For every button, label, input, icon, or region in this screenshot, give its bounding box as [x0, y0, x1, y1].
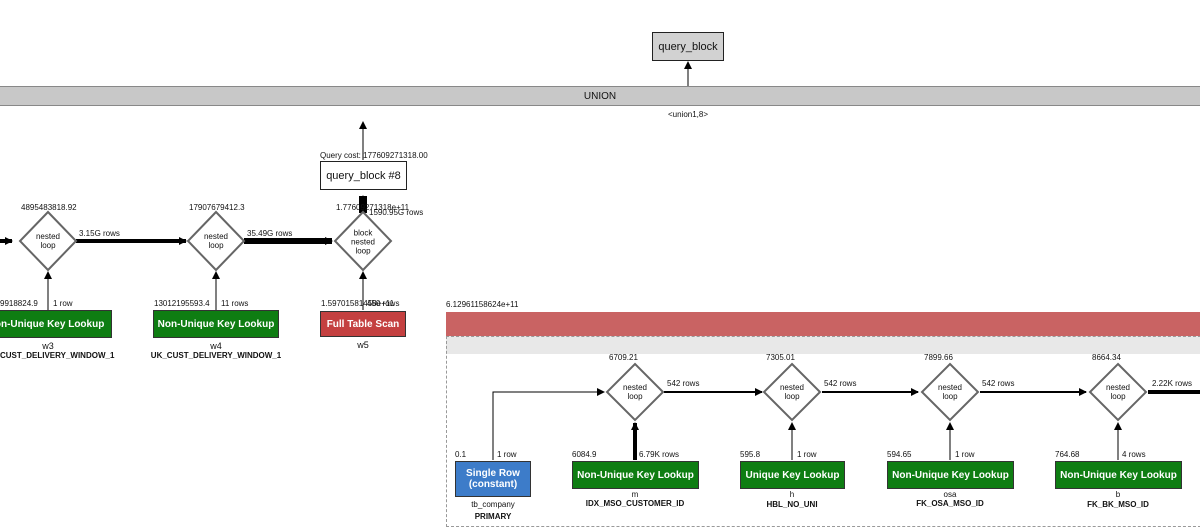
n1-text: nested loop	[35, 232, 61, 250]
nested-loop-diamond	[18, 210, 78, 272]
n1-rows-out: 3.15G rows	[79, 229, 120, 238]
osa-rows: 1 row	[955, 450, 975, 459]
h-key: HBL_NO_UNI	[766, 500, 818, 509]
w5-rows: 450 rows	[367, 299, 400, 308]
m-table: m	[631, 490, 639, 499]
w3-lookup-node[interactable]: Non-Unique Key Lookup	[0, 310, 112, 338]
w3-key: CUST_DELIVERY_WINDOW_1	[0, 351, 115, 360]
h-rows: 1 row	[797, 450, 817, 459]
query-block-8-node[interactable]: query_block #8	[320, 161, 407, 190]
rn3-text: nested loop	[937, 383, 963, 401]
right-block-region	[446, 336, 1200, 527]
osa-cost: 594.65	[887, 450, 912, 459]
rn1-cost: 6709.21	[609, 353, 638, 362]
m-cost: 6084.9	[572, 450, 597, 459]
w3-cost: 9918824.9	[0, 299, 38, 308]
w3-rows: 1 row	[53, 299, 73, 308]
n2-cost: 17907679412.3	[189, 203, 245, 212]
w5-cost: 1.59701581458e+11	[321, 299, 395, 308]
union-subtitle: <union1,8>	[667, 110, 709, 119]
b-rows: 4 rows	[1122, 450, 1146, 459]
right-block-cost: 6.12961158624e+11	[446, 300, 519, 309]
qb8-cost: Query cost: 177609271318.00	[320, 151, 428, 160]
rn3-rows-out: 542 rows	[982, 379, 1015, 388]
w4-table: w4	[210, 341, 222, 351]
osa-table: osa	[943, 490, 957, 499]
w5-full-scan-node[interactable]: Full Table Scan	[320, 311, 406, 337]
nested-loop-diamond	[605, 362, 665, 422]
right-block-subheader	[446, 336, 1200, 354]
query-block-node[interactable]: query_block	[652, 32, 724, 61]
osa-key: FK_OSA_MSO_ID	[916, 499, 984, 508]
n2-text: nested loop	[203, 232, 229, 250]
edge-tb-n1	[492, 388, 605, 460]
n1-cost: 4895483818.92	[21, 203, 77, 212]
tb-key: PRIMARY	[474, 512, 512, 521]
w4-lookup-node[interactable]: Non-Unique Key Lookup	[153, 310, 279, 338]
h-unique-lookup-node[interactable]: Unique Key Lookup	[740, 461, 845, 489]
w3-table: w3	[42, 341, 54, 351]
rn2-rows-out: 542 rows	[824, 379, 857, 388]
union-node[interactable]: UNION	[0, 86, 1200, 106]
m-key: IDX_MSO_CUSTOMER_ID	[585, 499, 685, 508]
rn2-cost: 7305.01	[766, 353, 795, 362]
h-cost: 595.8	[740, 450, 761, 459]
rn3-cost: 7899.66	[924, 353, 953, 362]
tb-constant-node[interactable]: Single Row (constant)	[455, 461, 531, 497]
b-table: b	[1115, 490, 1121, 499]
nested-loop-diamond	[186, 210, 246, 272]
m-rows: 6.79K rows	[639, 450, 680, 459]
nested-loop-diamond	[920, 362, 980, 422]
n3-cost: 1.77609271318e+11	[336, 203, 410, 212]
rn1-rows-out: 542 rows	[667, 379, 700, 388]
b-cost: 764.68	[1055, 450, 1080, 459]
union-label: UNION	[583, 90, 617, 102]
rn4-rows-out: 2.22K rows	[1152, 379, 1193, 388]
rn4-cost: 8664.34	[1092, 353, 1121, 362]
n3-rows-out: 1590.95G rows	[369, 208, 424, 217]
tb-cost: 0.1	[455, 450, 467, 459]
m-lookup-node[interactable]: Non-Unique Key Lookup	[572, 461, 699, 489]
w4-rows: 11 rows	[221, 299, 249, 308]
osa-lookup-node[interactable]: Non-Unique Key Lookup	[887, 461, 1014, 489]
nested-loop-diamond	[762, 362, 822, 422]
right-block-header[interactable]	[446, 312, 1200, 336]
rn4-text: nested loop	[1105, 383, 1131, 401]
tb-table: tb_company	[471, 500, 515, 509]
nested-loop-diamond	[1088, 362, 1148, 422]
n3-text: block nested loop	[350, 228, 376, 256]
b-key: FK_BK_MSO_ID	[1087, 500, 1149, 509]
tb-rows: 1 row	[497, 450, 517, 459]
b-lookup-node[interactable]: Non-Unique Key Lookup	[1055, 461, 1182, 489]
rn2-text: nested loop	[779, 383, 805, 401]
w4-cost: 13012195593.4	[154, 299, 210, 308]
block-nested-loop-diamond	[333, 210, 393, 272]
rn1-text: nested loop	[622, 383, 648, 401]
w4-key: UK_CUST_DELIVERY_WINDOW_1	[150, 351, 282, 360]
n2-rows-out: 35.49G rows	[247, 229, 293, 238]
w5-table: w5	[357, 340, 369, 350]
h-table: h	[789, 490, 795, 499]
